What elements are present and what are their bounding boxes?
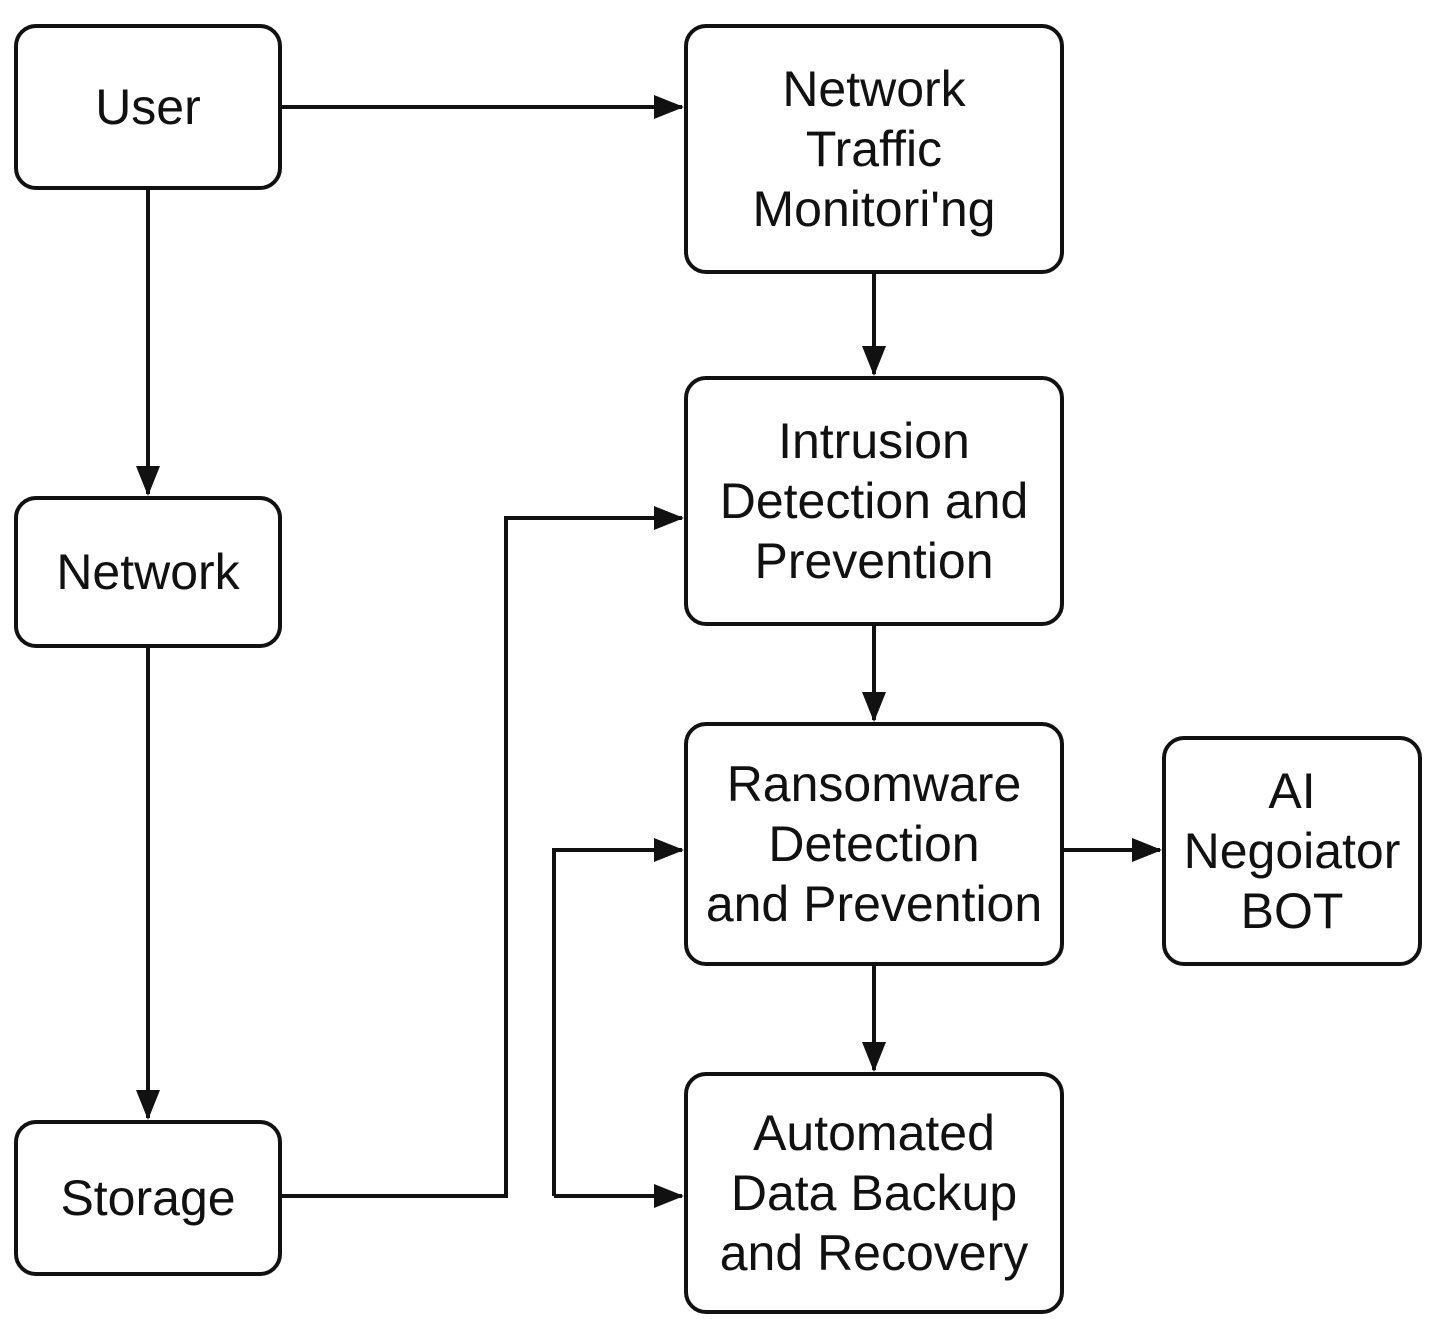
node-network-traffic-monitoring: Network Traffic Monitori'ng xyxy=(684,24,1064,274)
node-line: Data Backup xyxy=(730,1165,1018,1221)
node-line: Traffic xyxy=(805,121,943,177)
node-line: Ransomware xyxy=(726,756,1022,812)
node-line: Negoiator xyxy=(1183,823,1401,879)
edge-backup-to-ransomware xyxy=(552,838,684,1196)
node-ransomware-detection: Ransomware Detection and Prevention xyxy=(684,722,1064,966)
node-network-label: Network xyxy=(56,544,240,600)
node-line: Detection and xyxy=(719,473,1029,529)
edge-storage-to-intrusion xyxy=(282,506,684,1198)
node-storage: Storage xyxy=(14,1120,282,1276)
node-user: User xyxy=(14,24,282,190)
node-storage-label: Storage xyxy=(60,1170,236,1226)
node-line: AI xyxy=(1268,763,1316,819)
node-automated-backup: Automated Data Backup and Recovery xyxy=(684,1072,1064,1314)
node-ai-negotiator-bot: AI Negoiator BOT xyxy=(1162,736,1422,966)
node-line: Prevention xyxy=(754,533,994,589)
node-line: Monitori'ng xyxy=(752,181,996,237)
node-line: BOT xyxy=(1240,883,1344,939)
node-line: and Recovery xyxy=(719,1225,1029,1281)
node-line: Automated xyxy=(753,1105,995,1161)
node-line: Intrusion xyxy=(778,413,970,469)
node-line: Network xyxy=(782,61,966,117)
node-intrusion-detection: Intrusion Detection and Prevention xyxy=(684,376,1064,626)
node-network: Network xyxy=(14,496,282,648)
node-line: and Prevention xyxy=(705,876,1043,932)
node-line: Detection xyxy=(768,816,980,872)
node-user-label: User xyxy=(95,79,201,135)
